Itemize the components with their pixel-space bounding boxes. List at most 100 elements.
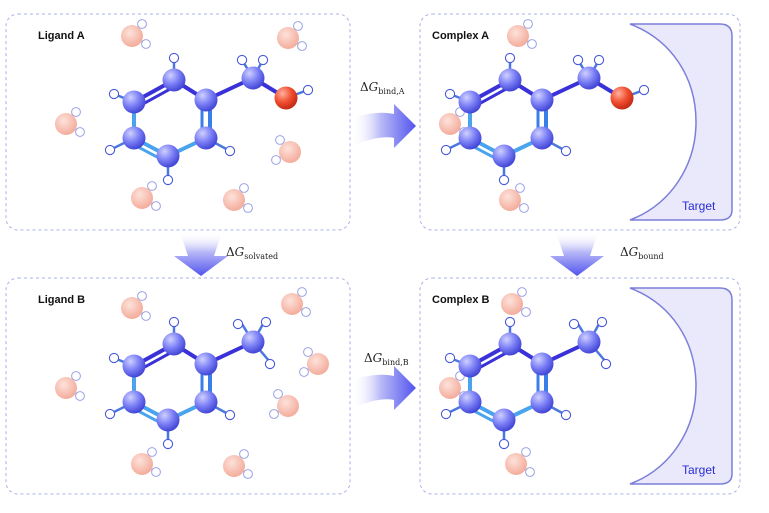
hydrogen-atom <box>440 144 452 156</box>
hydrogen-atom <box>302 84 314 96</box>
panel-title: Ligand B <box>38 294 85 306</box>
hydrogen-atom <box>303 347 313 357</box>
g-symbol: G <box>373 351 383 365</box>
oxygen-atom <box>501 293 523 315</box>
target-pocket: Target <box>629 287 733 485</box>
hydrogen-atom <box>239 449 249 459</box>
hydrogen-atom <box>568 318 580 330</box>
delta-symbol: Δ <box>360 80 369 94</box>
hydrogen-atom <box>638 84 650 96</box>
water-molecules <box>55 287 329 479</box>
hydrogen-atom <box>257 54 269 66</box>
hydrogen-atom <box>525 467 535 477</box>
hydrogen-atom <box>444 352 456 364</box>
g-symbol: G <box>629 245 639 259</box>
water-molecule <box>223 449 253 479</box>
hydrogen-atom <box>297 287 307 297</box>
water-molecules <box>439 19 537 213</box>
hydrogen-atom <box>521 447 531 457</box>
hydrogen-atom <box>299 367 309 377</box>
hydrogen-atom <box>71 371 81 381</box>
water-molecule <box>55 371 85 401</box>
hydrogen-atom <box>264 358 276 370</box>
oxygen-atom <box>274 86 298 110</box>
arrow-solvated: ΔGsolvated <box>174 232 278 276</box>
hydrogen-atom <box>504 316 516 328</box>
carbon-atom <box>194 88 218 112</box>
hydrogen-atom <box>104 144 116 156</box>
carbon-atom <box>194 126 218 150</box>
arrow-shape <box>352 104 416 148</box>
hydrogen-atom <box>104 408 116 420</box>
water-molecule <box>131 447 161 477</box>
water-molecule <box>501 287 531 317</box>
oxygen-atom <box>55 113 77 135</box>
hydrogen-atom <box>596 316 608 328</box>
water-molecule <box>507 19 537 49</box>
hydrogen-atom <box>141 311 151 321</box>
oxygen-atom <box>507 25 529 47</box>
panel-frame <box>419 13 741 231</box>
hydrogen-atom <box>527 39 537 49</box>
oxygen-atom <box>121 25 143 47</box>
arrow-bind-a: ΔGbind,A <box>352 80 416 148</box>
oxygen-atom <box>223 455 245 477</box>
hydrogen-atom <box>75 127 85 137</box>
carbon-atom <box>530 126 554 150</box>
hydrogen-atom <box>162 438 174 450</box>
hydrogen-atom <box>236 54 248 66</box>
oxygen-atom <box>499 189 521 211</box>
hydrogen-atom <box>271 155 281 165</box>
hydrogen-atom <box>498 438 510 450</box>
subscript: bound <box>638 252 663 261</box>
carbon-atom <box>241 330 265 354</box>
carbon-atom <box>577 66 601 90</box>
carbon-atom <box>492 408 516 432</box>
hydrogen-atom <box>162 174 174 186</box>
arrow-shape <box>550 232 604 276</box>
hydrogen-atom <box>293 21 303 31</box>
panel-frame <box>5 277 351 495</box>
water-molecule <box>121 19 151 49</box>
hydrogen-atom <box>147 181 157 191</box>
panel-ligand-b: Ligand B <box>5 277 351 495</box>
carbon-atom <box>530 390 554 414</box>
panel-complex-a: Complex A Target <box>419 13 741 231</box>
target-label: Target <box>682 463 716 477</box>
panel-ligand-a: Ligand A <box>5 13 351 231</box>
hydrogen-atom <box>521 307 531 317</box>
arrow-shape <box>352 366 416 410</box>
oxygen-atom <box>131 187 153 209</box>
hydrogen-atom <box>560 409 572 421</box>
panel-complex-b: Complex B Target <box>419 277 741 495</box>
panel-title: Complex B <box>432 294 490 306</box>
water-molecule <box>269 389 299 419</box>
label-delta-g-bind-b: ΔGbind,B <box>364 351 409 367</box>
hydrogen-atom <box>243 469 253 479</box>
hydrogen-atom <box>515 183 525 193</box>
hydrogen-atom <box>260 316 272 328</box>
carbon-atom <box>162 332 186 356</box>
hydrogen-atom <box>168 316 180 328</box>
carbon-atom <box>458 126 482 150</box>
label-delta-g-bind-a: ΔGbind,A <box>360 80 405 96</box>
arrow-bound: ΔGbound <box>550 232 664 276</box>
hydrogen-atom <box>141 39 151 49</box>
label-delta-g-bound: ΔGbound <box>620 245 664 261</box>
hydrogen-atom <box>517 287 527 297</box>
hydrogen-atom <box>301 307 311 317</box>
hydrogen-atom <box>137 19 147 29</box>
hydrogen-atom <box>224 145 236 157</box>
ligand-molecule <box>104 52 314 186</box>
water-molecule <box>499 183 529 213</box>
water-molecule <box>55 107 85 137</box>
hydrogen-atom <box>519 203 529 213</box>
hydrogen-atom <box>440 408 452 420</box>
hydrogen-atom <box>523 19 533 29</box>
carbon-atom <box>194 352 218 376</box>
carbon-atom <box>122 126 146 150</box>
water-molecule <box>299 347 329 377</box>
hydrogen-atom <box>224 409 236 421</box>
hydrogen-atom <box>108 88 120 100</box>
carbon-atom <box>122 354 146 378</box>
